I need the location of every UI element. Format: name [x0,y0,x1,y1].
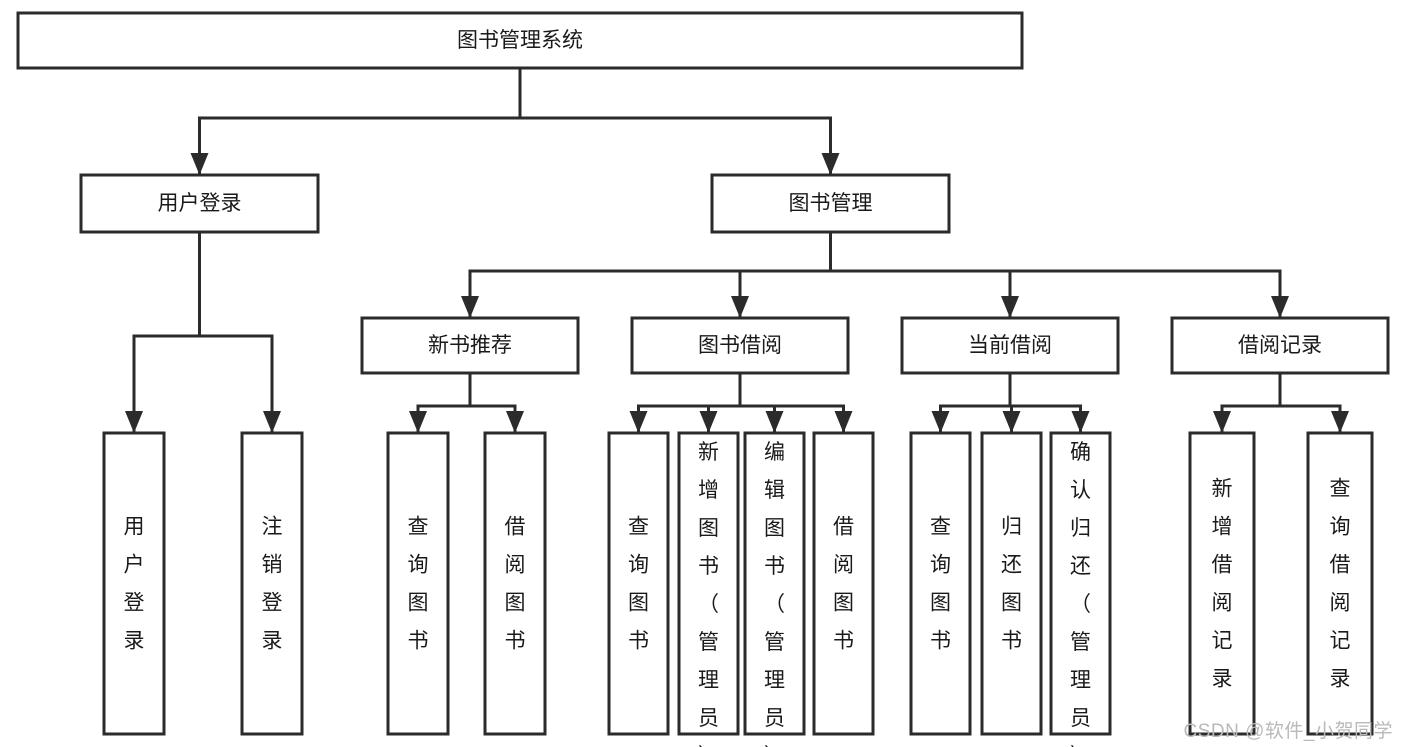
node-label-leaf_return_book: 归还图书 [1001,516,1022,653]
arrow-icon-current_borrow [1001,296,1019,318]
node-label-leaf_confirm_return: 确认归还（管理员） [1070,441,1091,747]
node-leaf_return_book[interactable]: 归还图书 [980,431,1043,736]
connector-layer [125,66,1349,434]
node-box-book_manage[interactable] [710,173,951,234]
node-label-leaf_add_record: 新增借阅记录 [1212,478,1233,691]
node-book_manage[interactable]: 图书管理 [710,173,951,234]
arrow-icon-leaf_query_book_2 [629,411,648,433]
node-box-leaf_query_book_2[interactable] [607,431,670,736]
edge-group-bus-book-borrow [629,371,853,434]
arrow-icon-leaf_add_book [699,411,718,433]
watermark-label: CSDN @软件_小贺同学 [1183,721,1393,742]
node-box-user_login[interactable] [79,173,320,234]
arrow-icon-leaf_query_book_1 [409,411,427,433]
node-layer: 图书管理系统用户登录图书管理新书推荐图书借阅当前借阅借阅记录用户登录注销登录查询… [16,11,1390,747]
node-box-current_borrow[interactable] [900,316,1120,375]
edge-group-bus-current-borrow [931,371,1090,434]
node-leaf_query_book_2[interactable]: 查询图书 [607,431,670,736]
node-leaf_borrow_book_2[interactable]: 借阅图书 [812,431,875,736]
arrow-icon-leaf_edit_book [765,411,784,433]
node-box-leaf_query_book_1[interactable] [386,431,450,736]
node-label-leaf_logout: 注销登录 [262,516,283,653]
node-leaf_edit_book[interactable]: 编辑图书（管理员） [743,431,806,747]
node-label-leaf_query_book_3: 查询图书 [930,516,951,653]
node-label-leaf_edit_book: 编辑图书（管理员） [764,441,785,747]
edge-group-bus-root [190,66,840,176]
node-box-leaf_edit_book[interactable] [743,431,806,736]
arrow-icon-leaf_return_book [1002,411,1021,433]
node-box-leaf_add_book[interactable] [677,431,740,736]
node-leaf_logout[interactable]: 注销登录 [240,431,304,736]
arrow-icon-leaf_query_book_3 [931,411,950,433]
arrow-icon-leaf_borrow_book_2 [834,411,853,433]
edge-group-bus-borrow-record [1213,371,1349,434]
node-box-leaf_return_book[interactable] [980,431,1043,736]
node-label-book_manage: 图书管理 [789,192,873,215]
node-root[interactable]: 图书管理系统 [16,11,1024,70]
node-label-root: 图书管理系统 [457,29,583,52]
node-leaf_confirm_return[interactable]: 确认归还（管理员） [1049,431,1112,747]
node-box-root[interactable] [16,11,1024,70]
node-box-leaf_user_login[interactable] [102,431,166,736]
arrow-icon-leaf_user_login [125,411,143,433]
node-leaf_query_book_3[interactable]: 查询图书 [909,431,972,736]
node-label-leaf_query_book_2: 查询图书 [628,516,649,653]
arrow-icon-leaf_add_record [1213,411,1231,433]
node-box-leaf_borrow_book_1[interactable] [483,431,547,736]
arrow-icon-user_login [190,153,209,175]
node-label-leaf_borrow_book_2: 借阅图书 [833,516,854,653]
node-leaf_add_book[interactable]: 新增图书（管理员） [677,431,740,747]
node-label-leaf_add_book: 新增图书（管理员） [698,441,719,747]
node-current_borrow[interactable]: 当前借阅 [900,316,1120,375]
node-box-leaf_confirm_return[interactable] [1049,431,1112,736]
node-label-user_login: 用户登录 [158,192,242,215]
node-borrow_record[interactable]: 借阅记录 [1170,316,1390,375]
node-box-leaf_query_record[interactable] [1306,431,1374,736]
node-leaf_borrow_book_1[interactable]: 借阅图书 [483,431,547,736]
edge-group-bus-user-login [125,230,281,434]
node-box-leaf_logout[interactable] [240,431,304,736]
node-user_login[interactable]: 用户登录 [79,173,320,234]
node-label-book_borrow: 图书借阅 [698,334,782,357]
arrow-icon-leaf_query_record [1331,411,1349,433]
node-leaf_query_record[interactable]: 查询借阅记录 [1306,431,1374,736]
node-box-leaf_add_record[interactable] [1188,431,1256,736]
node-new_book_rec[interactable]: 新书推荐 [360,316,580,375]
node-leaf_query_book_1[interactable]: 查询图书 [386,431,450,736]
arrow-icon-leaf_confirm_return [1071,411,1090,433]
arrow-icon-new_book_rec [461,296,479,318]
arrow-icon-borrow_record [1271,296,1289,318]
node-label-leaf_query_record: 查询借阅记录 [1330,478,1351,691]
node-label-leaf_query_book_1: 查询图书 [408,516,429,653]
node-label-new_book_rec: 新书推荐 [428,334,512,357]
node-book_borrow[interactable]: 图书借阅 [630,316,850,375]
arrow-icon-book_borrow [731,296,749,318]
node-box-new_book_rec[interactable] [360,316,580,375]
arrow-icon-leaf_logout [263,411,281,433]
edge-group-bus-new-book-rec [409,371,524,434]
node-leaf_user_login[interactable]: 用户登录 [102,431,166,736]
node-box-leaf_borrow_book_2[interactable] [812,431,875,736]
edge-group-bus-book-manage [461,230,1289,319]
arrow-icon-book_manage [821,153,840,175]
node-label-current_borrow: 当前借阅 [968,334,1052,357]
node-label-leaf_borrow_book_1: 借阅图书 [505,516,526,653]
node-box-borrow_record[interactable] [1170,316,1390,375]
node-box-leaf_query_book_3[interactable] [909,431,972,736]
arrow-icon-leaf_borrow_book_1 [506,411,524,433]
node-label-borrow_record: 借阅记录 [1238,334,1322,357]
node-box-book_borrow[interactable] [630,316,850,375]
node-label-leaf_user_login: 用户登录 [124,516,145,653]
node-leaf_add_record[interactable]: 新增借阅记录 [1188,431,1256,736]
